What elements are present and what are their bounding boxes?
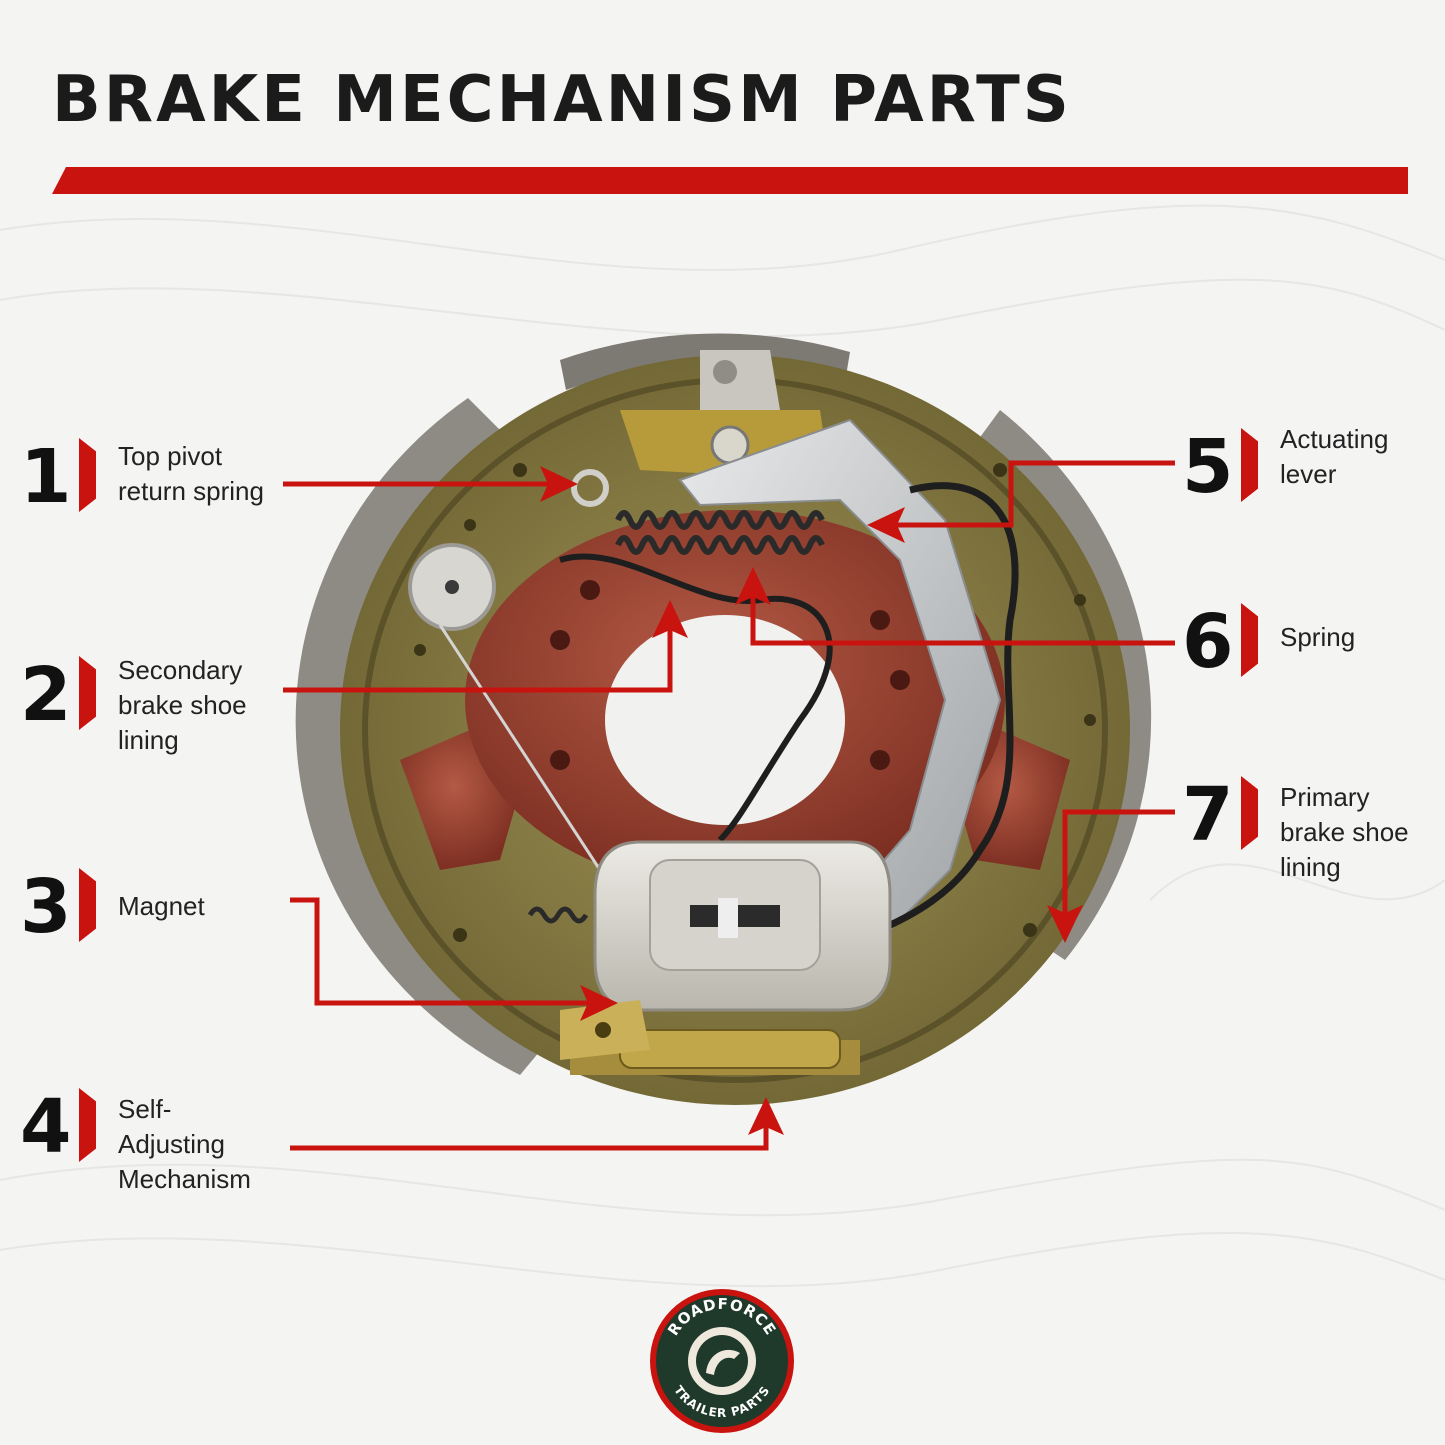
leader-arrowheads xyxy=(540,466,1083,1135)
callout-tick xyxy=(1241,776,1258,850)
title-underline xyxy=(52,167,1408,194)
self-adjuster xyxy=(560,1000,860,1075)
callout-label: Spring xyxy=(1280,622,1356,652)
callout-tick xyxy=(1241,603,1258,677)
magnet xyxy=(593,840,892,1012)
callout-number: 6 xyxy=(1182,599,1234,685)
callout-number: 1 xyxy=(20,434,72,520)
callout-label: Top pivot return spring xyxy=(118,441,264,506)
callout-tick xyxy=(79,438,96,512)
roadforce-logo: ROADFORCE TRAILER PARTS xyxy=(650,1289,794,1433)
callout-label: Primary brake shoe lining xyxy=(1280,782,1409,882)
callout-label: Actuating lever xyxy=(1280,424,1389,489)
callout-label: Self-Adjusting Mechanism xyxy=(118,1094,251,1194)
callout-number: 3 xyxy=(20,864,72,950)
callout-number: 7 xyxy=(1182,772,1234,858)
top-spring-coil xyxy=(615,510,825,555)
callout-tick xyxy=(79,868,96,942)
callout-label: Secondary brake shoe lining xyxy=(118,655,247,755)
callout-tick xyxy=(1241,428,1258,502)
callout-number: 4 xyxy=(20,1084,72,1170)
deer-head-icon xyxy=(706,1349,740,1375)
page-title: BRAKE MECHANISM PARTS xyxy=(52,63,1072,137)
callout-label: Magnet xyxy=(118,891,205,921)
callout-number: 5 xyxy=(1182,424,1234,510)
callout-tick xyxy=(79,1088,96,1162)
callout-tick xyxy=(79,656,96,730)
callout-number: 2 xyxy=(20,652,72,738)
hub-spider xyxy=(400,510,1070,890)
